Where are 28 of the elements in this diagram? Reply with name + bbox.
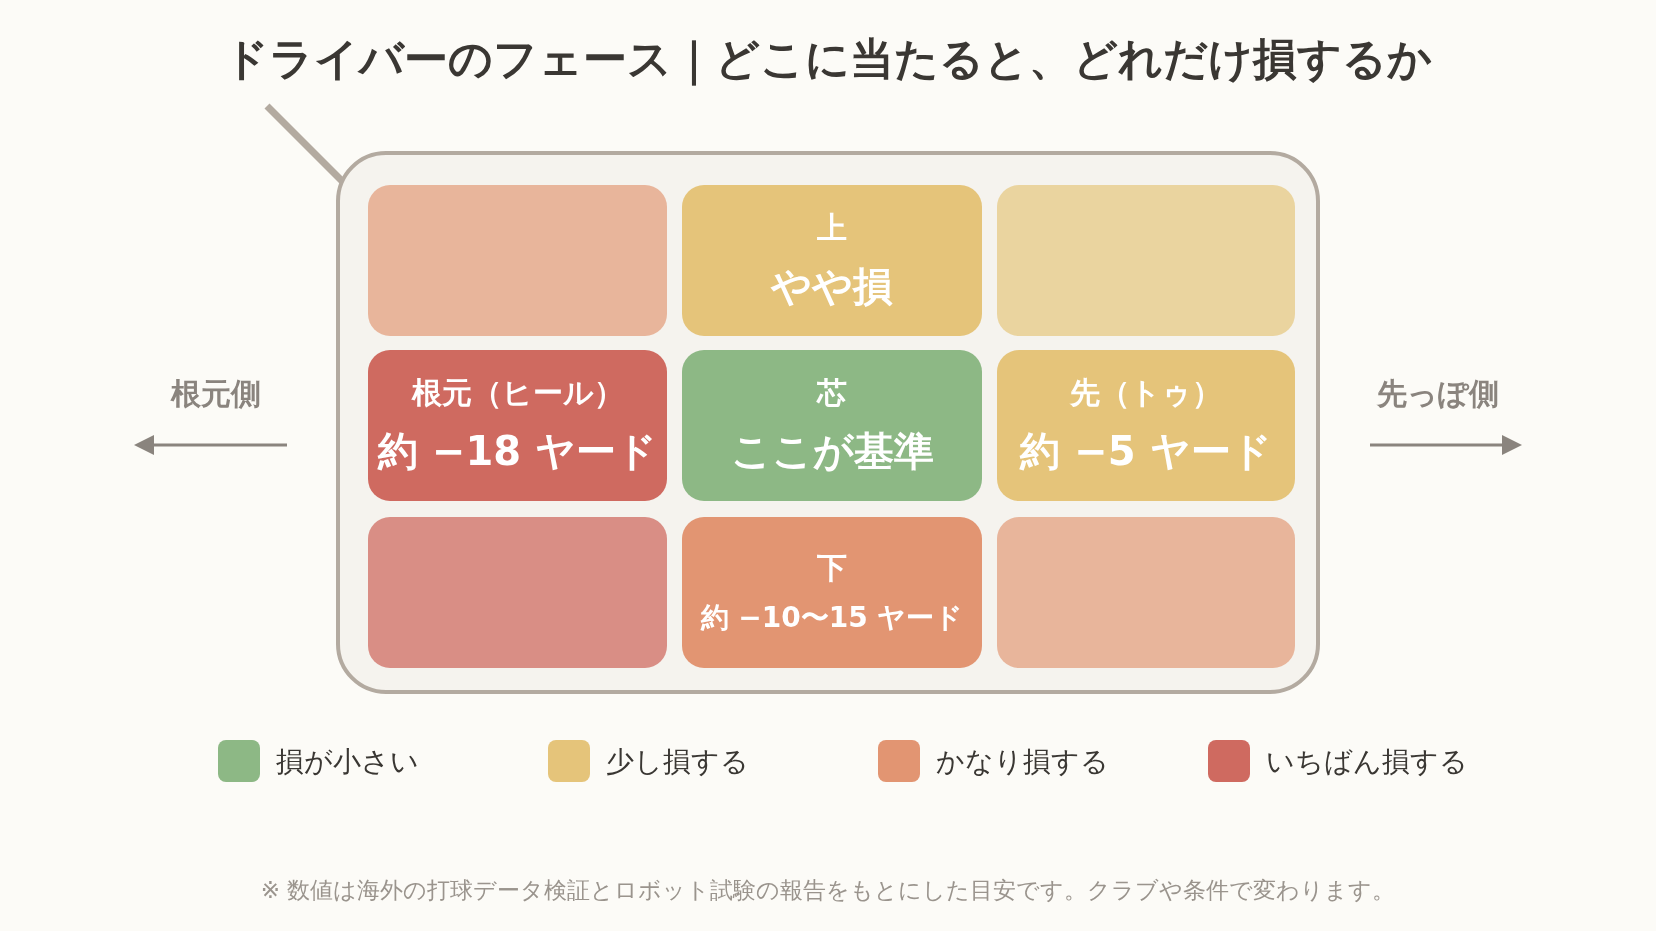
side-label: 根元側 (169, 375, 262, 413)
zone-value: 約 −5 ヤード (1020, 426, 1272, 476)
face-frame (336, 151, 1320, 694)
legend-label: いちばん損する (1266, 744, 1468, 780)
title: ドライバーのフェース｜どこに当たると、どれだけ損するか (223, 32, 1433, 88)
zone-value: 約 −18 ヤード (378, 426, 657, 476)
zone-tile (997, 185, 1295, 336)
footnote: ※ 数値は海外の打球データ検証とロボット試験の報告をもとにした目安です。クラブや条件で変わります。 (259, 876, 1397, 905)
side-label: 先っぽ側 (1376, 375, 1500, 413)
zone-tile (368, 185, 667, 336)
zone-heading: 先（トゥ） (1070, 373, 1222, 412)
legend-label: 少し損する (606, 744, 749, 780)
zone-heading: 根元（ヒール） (411, 373, 624, 412)
zone-tile (997, 350, 1295, 501)
zone-tile (682, 350, 982, 501)
zone-tile (682, 185, 982, 336)
zone-heading: 上 (817, 208, 847, 247)
legend-label: かなり損する (936, 744, 1109, 780)
zone-heading: 下 (817, 549, 847, 587)
zone-tile (368, 350, 667, 501)
zone-heading: 芯 (817, 373, 847, 412)
zone-tile (368, 517, 667, 668)
zone-value: ここが基準 (730, 426, 934, 476)
legend-label: 損が小さい (276, 744, 419, 780)
zone-tile (997, 517, 1295, 668)
zone-value: やや損 (771, 261, 893, 311)
zone-value: 約 −10〜15 ヤード (700, 600, 964, 636)
zone-tile (682, 517, 982, 668)
